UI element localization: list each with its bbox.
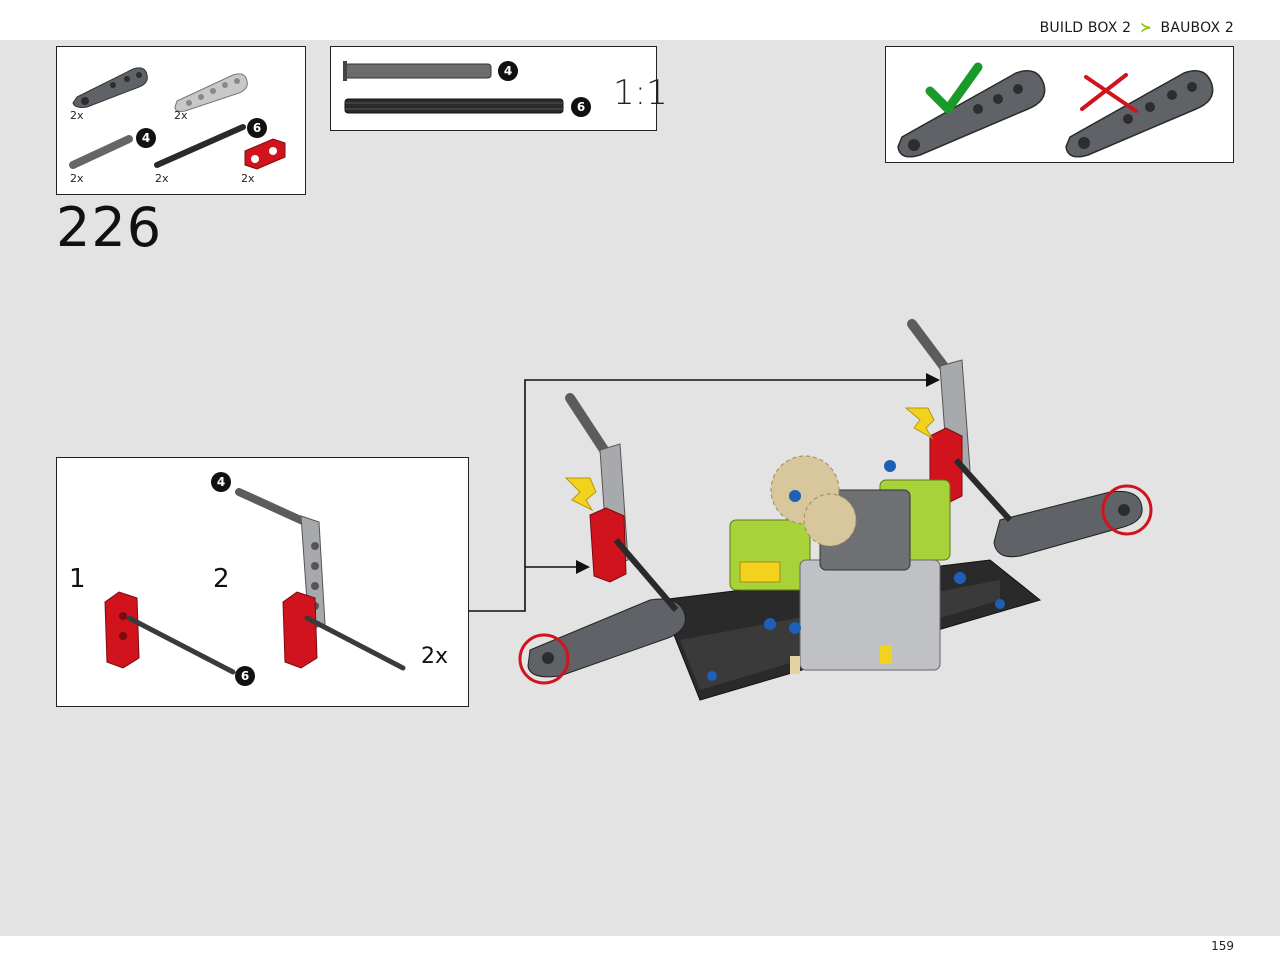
axle-4-badge: 4	[136, 128, 156, 148]
axle-6-badge: 6	[247, 118, 267, 138]
correct-link-icon	[897, 70, 1046, 158]
qty-axle-4: 2x	[70, 172, 84, 185]
red-connector-icon	[244, 138, 286, 170]
breadcrumb: BUILD BOX 2 ≻ BAUBOX 2	[1040, 20, 1234, 36]
light-gray-link-icon	[174, 73, 248, 112]
subassembly-drawing	[104, 488, 406, 675]
qty-dark-gray-link: 2x	[70, 109, 84, 122]
qty-red-connector: 2x	[241, 172, 255, 185]
axle-4-icon	[69, 135, 133, 169]
scale-label: 1:1	[613, 73, 668, 113]
sub-multiplier-label: 2x	[421, 644, 449, 669]
qty-axle-6: 2x	[155, 172, 169, 185]
cross-icon	[1080, 73, 1138, 113]
sub-step-2-assembly-icon	[235, 488, 406, 671]
orientation-hint-panel	[885, 46, 1234, 163]
axle-scale-panel: 4 6 1:1	[330, 46, 668, 131]
sub-step-1-red-connector-icon	[104, 591, 140, 669]
checkmark-icon	[925, 62, 983, 114]
orientation-hint-drawing	[897, 62, 1214, 158]
scale-axle-6-badge: 6	[571, 97, 591, 117]
step-number: 226	[56, 196, 163, 259]
parts-list-drawing	[69, 67, 286, 170]
incorrect-link-icon	[1065, 70, 1214, 158]
page-number: 159	[1211, 939, 1234, 953]
dark-gray-link-icon	[72, 67, 148, 108]
qty-light-gray-link: 2x	[174, 109, 188, 122]
axle-scale-drawing	[343, 61, 564, 114]
sub-step-1-label: 1	[69, 564, 86, 594]
sub-step-2-label: 2	[213, 564, 230, 594]
scale-axle-4-badge: 4	[498, 61, 518, 81]
sub-axle-6-badge: 6	[235, 666, 255, 686]
header-baubox: BAUBOX 2	[1160, 20, 1234, 36]
header-separator-icon: ≻	[1139, 20, 1152, 36]
parts-list-panel: 2x 2x 2x 2x 2x 4 6	[56, 46, 306, 195]
header-build-box: BUILD BOX 2	[1039, 20, 1132, 36]
subassembly-panel: 4 6 1 2 2x	[56, 457, 469, 707]
sub-axle-4-badge: 4	[211, 472, 231, 492]
axle-6-icon	[154, 124, 246, 168]
sub-step-1-axle-icon	[126, 615, 236, 675]
